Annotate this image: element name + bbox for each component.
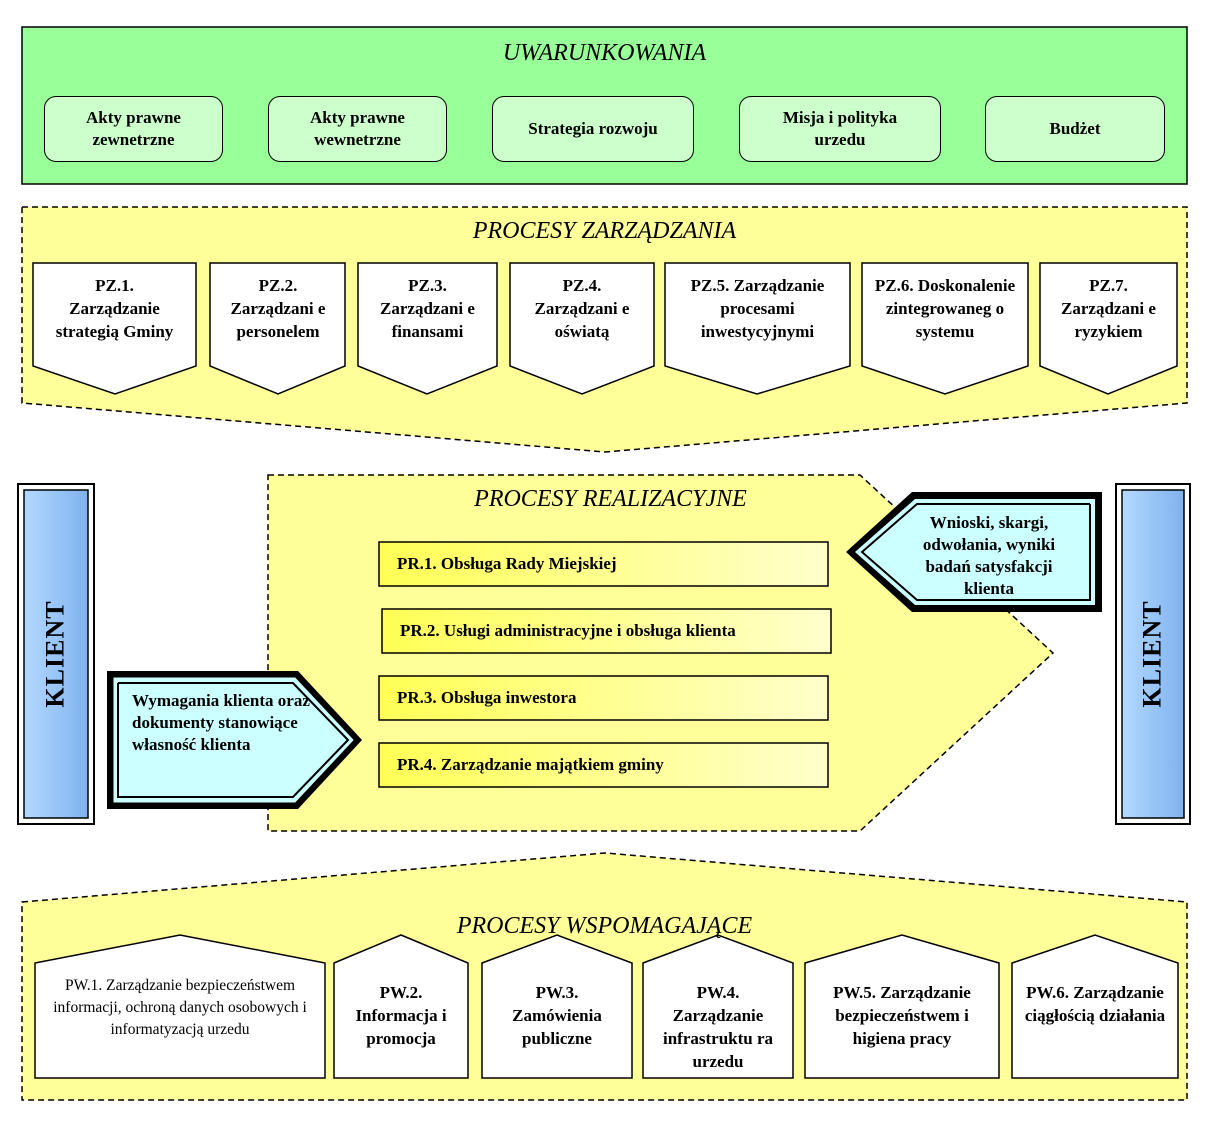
pw2-label: PW.2. Informacja i promocja — [355, 983, 447, 1048]
pw4-label: PW.4. Zarządzanie infrastruktu ra urzedu — [662, 983, 774, 1069]
pw1-label: PW.1. Zarządzanie bezpieczeństwem inform… — [53, 977, 307, 1038]
box-label: Akty prawne wewnetrzne — [310, 108, 405, 149]
input-arrow-inner — [113, 677, 354, 803]
klient-right-inner — [1121, 489, 1185, 819]
pw3-label: PW.3. Zamówienia publiczne — [512, 983, 602, 1048]
pz4-label: PZ.4. Zarządzani e oświatą — [534, 276, 630, 341]
input-arrow-label: Wymagania klienta oraz dokumenty stanowi… — [132, 691, 310, 754]
pw3-shape — [481, 934, 633, 1079]
pz1-label: PZ.1. Zarządzanie strategią Gminy — [55, 276, 174, 341]
pw4-shape — [642, 934, 794, 1079]
klient-left-label: KLIENT — [41, 600, 70, 708]
box-label: Misja i polityka urzedu — [782, 108, 898, 149]
box-label: Budżet — [1049, 119, 1101, 138]
pw5-label: PW.5. Zarządzanie bezpieczeństwem i higi… — [833, 983, 971, 1048]
klient-right: KLIENT — [1122, 490, 1184, 818]
pz2-shape — [209, 262, 346, 395]
akty-prawne-wewnetrzne-box: Akty prawne wewnetrzne — [268, 96, 447, 162]
pr1-label: PR.1. Obsługa Rady Miejskiej — [397, 554, 617, 573]
zarzadzania-title: PROCESY ZARZĄDZANIA — [472, 218, 737, 244]
pz7-label: PZ.7. Zarządzani e ryzykiem — [1061, 276, 1156, 341]
pz6-label: PZ.6. Doskonalenie zintegrowaneg o syste… — [874, 276, 1016, 341]
pz5-label: PZ.5. Zarządzanie procesami inwestycyjny… — [690, 276, 825, 341]
pr2-label: PR.2. Usługi administracyjne i obsługa k… — [400, 621, 736, 640]
pr3-label: PR.3. Obsługa inwestora — [397, 688, 577, 707]
pz4-shape — [509, 262, 655, 395]
misja-polityka-box: Misja i polityka urzedu — [739, 96, 941, 162]
feedback-arrow-inner — [855, 499, 1095, 605]
pz2-label: PZ.2. Zarządzani e personelem — [230, 276, 326, 341]
pz3-label: PZ.3. Zarządzani e finansami — [380, 276, 475, 341]
pz3-shape — [357, 262, 498, 395]
akty-prawne-zewnetrzne-box: Akty prawne zewnetrzne — [44, 96, 223, 162]
pw1-shape — [34, 934, 326, 1079]
box-label: Strategia rozwoju — [528, 119, 658, 138]
pw5-shape — [804, 934, 1000, 1079]
pr4-label: PR.4. Zarządzanie majątkiem gminy — [397, 755, 664, 774]
pz1-shape — [32, 262, 197, 395]
feedback-arrow-label: Wnioski, skargi, odwołania, wyniki badań… — [922, 513, 1056, 598]
strategia-rozwoju-box: Strategia rozwoju — [492, 96, 694, 162]
pw6-label: PW.6. Zarządzanie ciągłością działania — [1024, 983, 1166, 1025]
pr2-shape — [381, 608, 832, 654]
box-label: Akty prawne zewnetrzne — [86, 108, 181, 149]
pz6-shape — [861, 262, 1029, 395]
uwarunkowania-title: UWARUNKOWANIA — [502, 40, 707, 66]
klient-left: KLIENT — [24, 490, 88, 818]
pw2-shape — [333, 934, 469, 1079]
pw6-shape — [1011, 934, 1179, 1079]
pz5-shape — [664, 262, 851, 395]
wspomagajace-title: PROCESY WSPOMAGAJĄCE — [456, 913, 753, 939]
pr3-shape — [378, 675, 829, 721]
budzet-box: Budżet — [985, 96, 1165, 162]
klient-right-label: KLIENT — [1138, 600, 1167, 708]
klient-left-inner — [23, 489, 89, 819]
pz7-shape — [1039, 262, 1178, 395]
pr1-shape — [378, 541, 829, 587]
realizacyjne-title: PROCESY REALIZACYJNE — [474, 486, 747, 512]
pr4-shape — [378, 742, 829, 788]
